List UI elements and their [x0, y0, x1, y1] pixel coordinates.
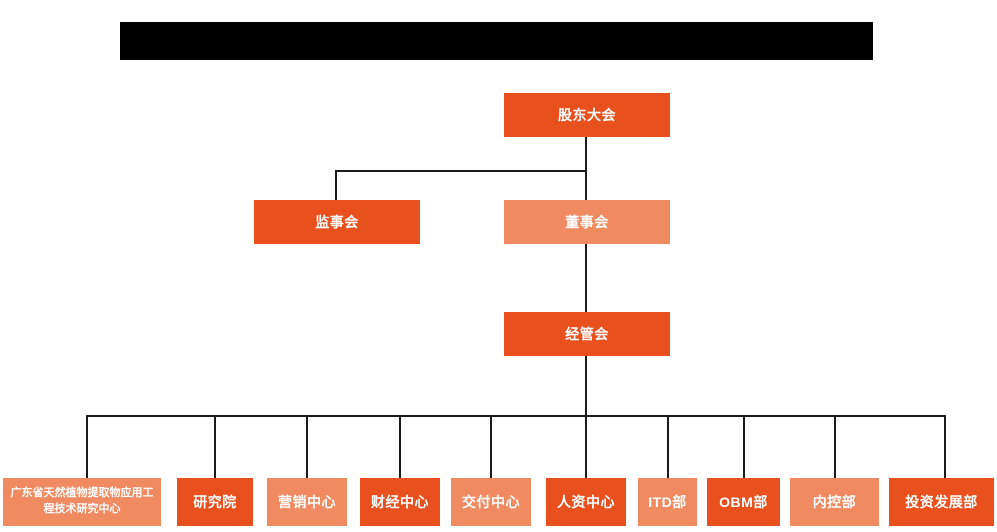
- connector-drop-dept-1: [86, 415, 88, 478]
- connector-drop-dept-5: [490, 415, 492, 478]
- connector-bus-to-directors: [585, 170, 587, 200]
- connector-drop-dept-10: [944, 415, 946, 478]
- node-department-3[interactable]: 营销中心: [267, 478, 347, 526]
- connector-drop-dept-8: [743, 415, 745, 478]
- node-department-4[interactable]: 财经中心: [360, 478, 440, 526]
- redacted-title-bar: [120, 22, 873, 60]
- node-department-8[interactable]: OBM部: [707, 478, 780, 526]
- connector-shareholders-to-bus: [585, 137, 587, 172]
- node-shareholders-meeting[interactable]: 股东大会: [504, 93, 670, 137]
- connector-management-to-dept-bus: [585, 356, 587, 417]
- connector-drop-dept-9: [834, 415, 836, 478]
- connector-level2-bus: [336, 170, 587, 172]
- connector-drop-dept-7: [667, 415, 669, 478]
- node-board-of-supervisors[interactable]: 监事会: [254, 200, 420, 244]
- node-management-committee[interactable]: 经管会: [504, 312, 670, 356]
- node-department-2[interactable]: 研究院: [177, 478, 253, 526]
- node-department-5[interactable]: 交付中心: [451, 478, 531, 526]
- node-department-1[interactable]: 广东省天然植物提取物应用工程技术研究中心: [3, 478, 161, 526]
- connector-drop-dept-2: [214, 415, 216, 478]
- connector-drop-dept-6: [585, 415, 587, 478]
- connector-drop-dept-3: [306, 415, 308, 478]
- node-department-10[interactable]: 投资发展部: [889, 478, 994, 526]
- connector-directors-to-management: [585, 244, 587, 312]
- connector-drop-dept-4: [399, 415, 401, 478]
- connector-department-bus: [87, 415, 946, 417]
- node-department-9[interactable]: 内控部: [790, 478, 879, 526]
- node-department-6[interactable]: 人资中心: [546, 478, 626, 526]
- node-department-7[interactable]: ITD部: [638, 478, 697, 526]
- connector-bus-to-supervisors: [335, 170, 337, 200]
- node-board-of-directors[interactable]: 董事会: [504, 200, 670, 244]
